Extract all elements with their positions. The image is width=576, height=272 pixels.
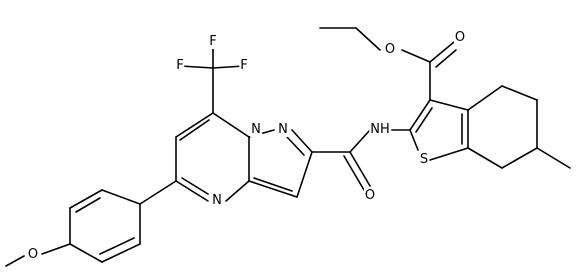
bond — [429, 147, 469, 161]
bond — [401, 49, 431, 63]
bond — [501, 147, 538, 169]
bond — [181, 177, 209, 195]
bond — [429, 99, 469, 111]
bond — [175, 180, 209, 202]
pyrazole-nitrogen-label: N — [277, 122, 289, 137]
bond — [291, 129, 313, 153]
bond — [409, 99, 431, 131]
bond — [101, 189, 141, 205]
bond — [99, 237, 135, 255]
bond — [415, 107, 433, 133]
bond — [296, 151, 313, 198]
bond — [179, 119, 210, 141]
bond — [349, 151, 371, 187]
bond — [355, 27, 381, 51]
fluorine-atom-label: F — [175, 58, 185, 73]
bond — [286, 136, 305, 156]
bond — [409, 129, 419, 151]
amide-nh-label: NH — [369, 122, 391, 137]
bond — [501, 85, 538, 101]
ester-oxygen-label: O — [383, 42, 397, 57]
pyrimidine-nitrogen-label: N — [211, 193, 223, 208]
ester-carbonyl-oxygen-label: O — [453, 30, 467, 45]
bond — [41, 243, 71, 255]
bond — [212, 112, 250, 138]
bond — [253, 177, 293, 192]
bond — [212, 65, 245, 69]
bond — [343, 155, 365, 191]
fluorine-atom-label: F — [239, 58, 249, 73]
bond — [536, 147, 571, 169]
amide-oxygen-label: O — [363, 188, 377, 203]
bond — [75, 197, 101, 213]
bond — [69, 243, 103, 263]
bond — [248, 180, 298, 198]
bond — [429, 41, 455, 63]
bond — [179, 65, 214, 69]
bond — [69, 189, 103, 209]
bond — [175, 112, 214, 138]
bond — [467, 85, 503, 111]
fluorine-atom-label: F — [208, 34, 218, 49]
methoxy-oxygen-label: O — [26, 247, 40, 262]
bond — [101, 243, 141, 263]
bond — [467, 147, 503, 169]
bond — [139, 180, 177, 205]
bond — [5, 255, 25, 267]
bond — [225, 180, 250, 202]
sulfur-atom-label: S — [418, 152, 430, 167]
bridgehead-nitrogen-label: N — [250, 122, 262, 137]
bond — [435, 49, 457, 68]
bond — [349, 129, 371, 153]
